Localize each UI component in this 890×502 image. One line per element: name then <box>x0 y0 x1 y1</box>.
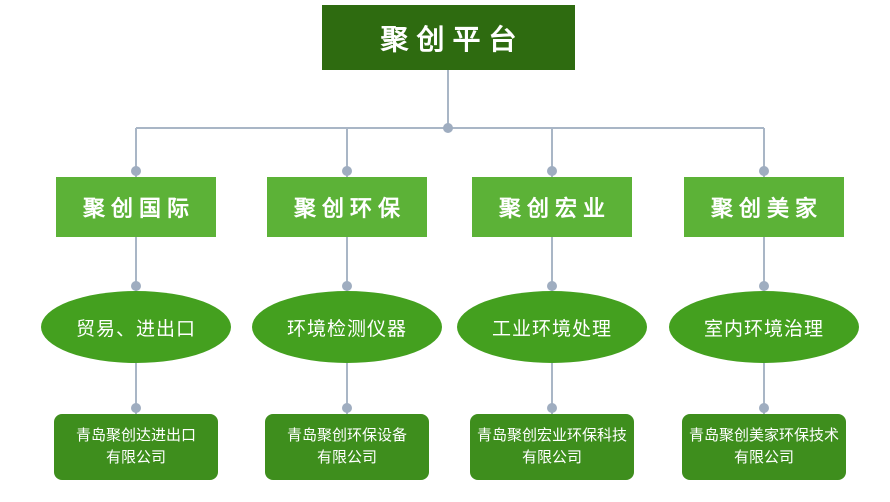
business-node: 贸易、进出口 <box>41 291 231 363</box>
company-node: 青岛聚创美家环保技术 有限公司 <box>682 414 846 480</box>
company-name-line1: 青岛聚创宏业环保科技 <box>476 426 627 445</box>
root-node-platform: 聚创平台 <box>322 5 575 70</box>
division-node: 聚创环保 <box>267 177 427 237</box>
company-name-line1: 青岛聚创美家环保技术 <box>688 426 839 445</box>
company-node: 青岛聚创宏业环保科技 有限公司 <box>470 414 634 480</box>
company-node: 青岛聚创环保设备 有限公司 <box>265 414 429 480</box>
company-name-line1: 青岛聚创环保设备 <box>286 426 407 445</box>
company-name-line2: 有限公司 <box>733 448 794 466</box>
company-name-line2: 有限公司 <box>521 448 582 466</box>
company-node: 青岛聚创达进出口 有限公司 <box>54 414 218 480</box>
business-node: 室内环境治理 <box>669 291 859 363</box>
business-node: 环境检测仪器 <box>252 291 442 363</box>
division-node: 聚创美家 <box>684 177 844 237</box>
company-name-line1: 青岛聚创达进出口 <box>75 426 196 445</box>
division-node: 聚创宏业 <box>472 177 632 237</box>
business-node: 工业环境处理 <box>457 291 647 363</box>
company-name-line2: 有限公司 <box>316 448 377 466</box>
company-name-line2: 有限公司 <box>105 448 166 466</box>
division-node: 聚创国际 <box>56 177 216 237</box>
